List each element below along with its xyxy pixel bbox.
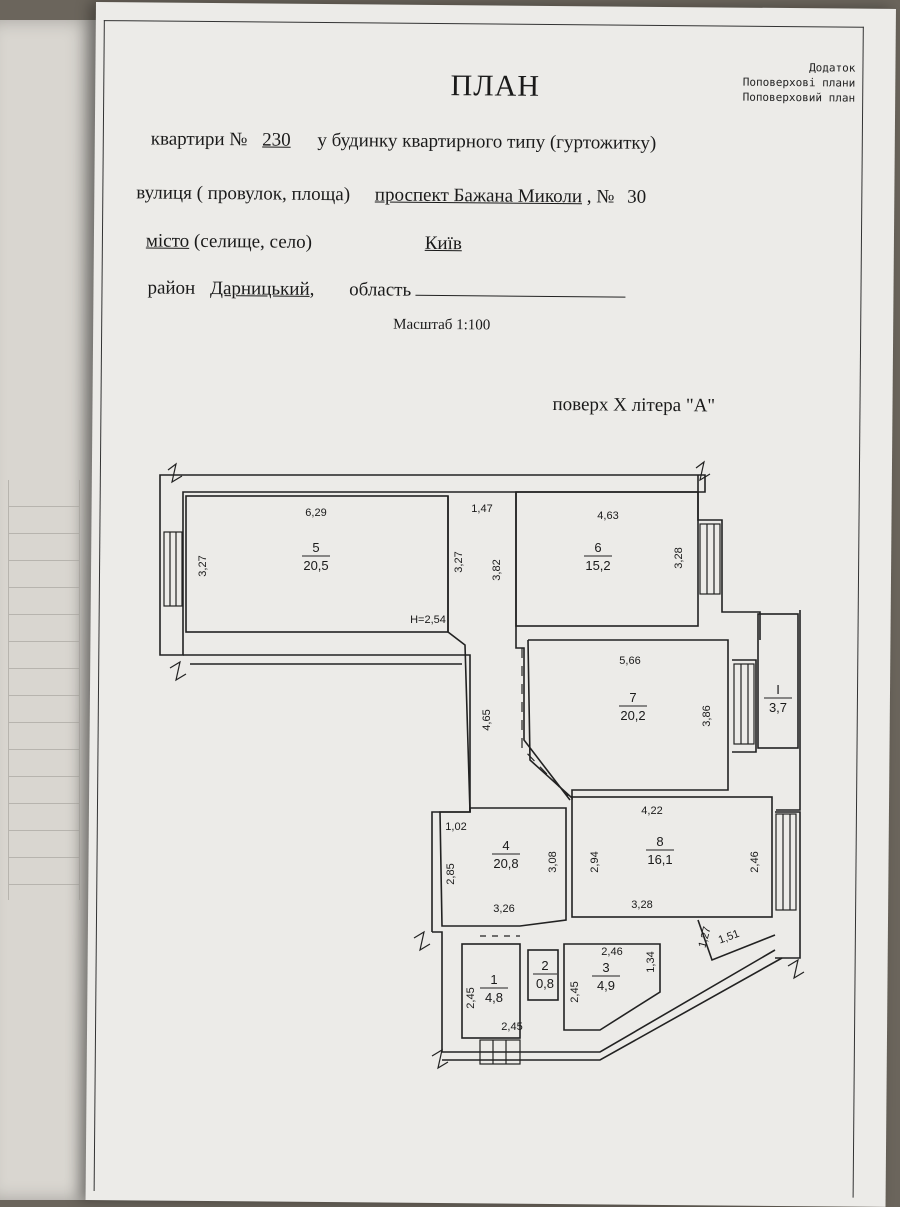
- entrance-steps: [479, 1039, 521, 1065]
- wall-left-lower: [183, 654, 471, 932]
- dim-room7-height: 3,86: [701, 705, 713, 726]
- room-6-number: 6: [594, 540, 601, 555]
- room-8-label: 8 16,1: [646, 834, 674, 867]
- room-7-outline: [527, 639, 729, 800]
- break-mark-top-right: [695, 460, 711, 482]
- dim-corridor-width: 1,47: [471, 503, 492, 515]
- dim-corridor-neck: 1,02: [445, 821, 466, 833]
- dim-diagonal-short: 1,27: [697, 925, 714, 949]
- dim-room1-left: 2,45: [465, 987, 477, 1008]
- room-5-number: 5: [312, 540, 319, 555]
- room-1-label: 1 4,8: [480, 972, 508, 1005]
- dim-room7-width: 5,66: [619, 655, 640, 667]
- dim-room3-top: 2,46: [601, 946, 622, 958]
- wall-room6-east: [697, 475, 761, 640]
- room-I-area: 3,7: [769, 700, 787, 715]
- dim-room8-right: 2,46: [749, 851, 761, 872]
- break-mark-bottom: [431, 1048, 449, 1070]
- break-mark-right: [787, 958, 805, 980]
- plan-details: [163, 460, 805, 1070]
- dimension-labels: 6,29 3,27 3,27 H=2,54 1,47 3,82 4,63 3,2…: [197, 503, 761, 1033]
- dim-room4-right: 3,08: [547, 851, 559, 872]
- dim-room3-right: 1,34: [645, 951, 657, 972]
- wall-corridor-left: [447, 496, 471, 813]
- room-I-outline: [757, 613, 799, 749]
- dim-room8-bottom: 3,28: [631, 899, 652, 911]
- room-4-number: 4: [502, 838, 509, 853]
- wall-outer-north: [159, 474, 706, 656]
- dim-room8-left: 2,94: [589, 851, 601, 872]
- room-1-area: 4,8: [485, 990, 503, 1005]
- adjacent-page-lines: [8, 480, 80, 900]
- dim-room1-bottom: 2,45: [501, 1021, 522, 1033]
- room-5-area: 20,5: [303, 558, 328, 573]
- dim-room6-height: 3,28: [673, 547, 685, 568]
- plan-walls: [159, 474, 801, 1061]
- room-7-area: 20,2: [620, 708, 645, 723]
- dim-corridor-upper: 3,82: [491, 559, 503, 580]
- wall-south-diagonal: [697, 919, 776, 962]
- room-6-outline: [515, 491, 699, 627]
- dim-room3-left: 2,45: [569, 981, 581, 1002]
- room-4-area: 20,8: [493, 856, 518, 871]
- room-5-label: 5 20,5: [302, 540, 330, 573]
- break-mark-entry: [413, 930, 431, 952]
- break-mark-left: [169, 660, 187, 682]
- room-2-outline: [527, 949, 559, 1001]
- window-room-6: [699, 523, 721, 595]
- wall-east-outer: [776, 610, 801, 811]
- dim-room8-top: 4,22: [641, 805, 662, 817]
- dashed-partition-corridor: [521, 648, 569, 797]
- room-6-area: 15,2: [585, 558, 610, 573]
- room-labels: 5 20,5 6 15,2 7 20,2 I 3,7 4 20,8 8 16,1: [302, 540, 792, 1005]
- room-3-area: 4,9: [597, 978, 615, 993]
- dim-room4-left: 2,85: [445, 863, 457, 884]
- window-room-7: [733, 663, 755, 745]
- wall-room7-east: [732, 659, 757, 753]
- room-8-area: 16,1: [647, 852, 672, 867]
- dim-room5-height-left: 3,27: [197, 555, 209, 576]
- room-I-number: I: [776, 682, 780, 697]
- adjacent-page: [0, 20, 96, 1200]
- room-1-outline: [461, 943, 521, 1039]
- dim-room5-width: 6,29: [305, 507, 326, 519]
- dim-ceiling-height: H=2,54: [410, 614, 446, 626]
- room-4-outline: [439, 807, 567, 927]
- room-6-label: 6 15,2: [584, 540, 612, 573]
- dim-diagonal-long: 1,51: [717, 928, 741, 947]
- window-room-5: [163, 531, 183, 607]
- room-3-number: 3: [602, 960, 609, 975]
- room-2-area: 0,8: [536, 976, 554, 991]
- room-4-label: 4 20,8: [492, 838, 520, 871]
- dim-room6-width: 4,63: [597, 510, 618, 522]
- wall-south-bottom: [442, 957, 783, 1061]
- dim-room5-height-right: 3,27: [453, 551, 465, 572]
- room-2-label: 2 0,8: [533, 958, 557, 991]
- room-1-number: 1: [490, 972, 497, 987]
- room-8-number: 8: [656, 834, 663, 849]
- room-3-outline: [563, 943, 661, 1031]
- room-3-label: 3 4,9: [592, 960, 620, 993]
- dim-room4-bottom: 3,26: [493, 903, 514, 915]
- dim-corridor-middle: 4,65: [481, 709, 493, 730]
- break-mark-top-left: [167, 462, 183, 484]
- room-2-number: 2: [541, 958, 548, 973]
- room-I-label: I 3,7: [764, 682, 792, 715]
- room-8-outline: [571, 796, 773, 918]
- window-room-8: [775, 813, 797, 911]
- room-7-label: 7 20,2: [619, 690, 647, 723]
- room-7-number: 7: [629, 690, 636, 705]
- wall-room8-east: [775, 811, 801, 959]
- wall-corridor-right: [515, 492, 571, 801]
